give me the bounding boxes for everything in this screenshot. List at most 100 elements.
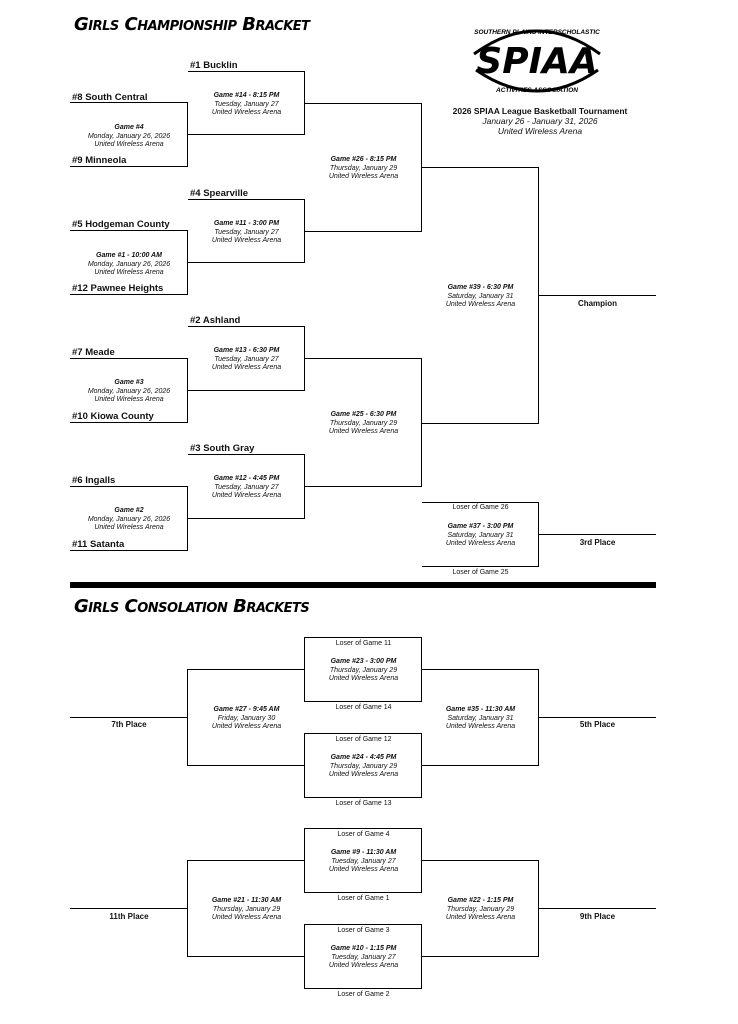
bracket-line xyxy=(422,956,539,957)
bracket-line xyxy=(70,908,188,909)
bracket-line xyxy=(70,422,188,423)
bracket-line xyxy=(305,797,422,798)
loser-game-2: Loser of Game 2 xyxy=(337,991,390,998)
bracket-line xyxy=(187,102,188,167)
bracket-line xyxy=(188,956,305,957)
loser-game-25: Loser of Game 25 xyxy=(452,569,509,576)
bracket-line xyxy=(187,230,188,295)
bracket-line xyxy=(305,988,422,989)
team-seed-9: #9 Minneola xyxy=(72,155,127,166)
bracket-line xyxy=(538,669,539,766)
bracket-line xyxy=(538,167,539,424)
bracket-line xyxy=(421,828,422,893)
bracket-line xyxy=(304,454,305,519)
loser-game-13: Loser of Game 13 xyxy=(335,800,392,807)
team-seed-8: #8 South Central xyxy=(72,92,148,103)
bracket-line xyxy=(305,231,422,232)
team-seed-2: #2 Ashland xyxy=(190,315,241,326)
bracket-line xyxy=(304,326,305,391)
team-seed-11: #11 Satanta xyxy=(72,539,125,550)
loser-game-14: Loser of Game 14 xyxy=(335,704,392,711)
bracket-line xyxy=(188,134,305,135)
svg-text:SOUTHERN PLAINS INTERSCHOLASTI: SOUTHERN PLAINS INTERSCHOLASTIC xyxy=(474,29,600,36)
champion-label: Champion xyxy=(577,299,618,308)
fifth-place-label: 5th Place xyxy=(579,720,616,729)
team-seed-4: #4 Spearville xyxy=(190,188,249,199)
seventh-place-label: 7th Place xyxy=(111,720,147,729)
third-place-label: 3rd Place xyxy=(579,538,616,547)
team-seed-1: #1 Bucklin xyxy=(190,60,238,71)
bracket-line xyxy=(422,502,539,503)
tournament-dates: January 26 - January 31, 2026 xyxy=(482,116,598,126)
bracket-line xyxy=(421,733,422,798)
bracket-line xyxy=(188,518,305,519)
bracket-line xyxy=(421,637,422,702)
bracket-line xyxy=(305,701,422,702)
bracket-line xyxy=(70,102,188,103)
section-divider xyxy=(70,582,656,588)
bracket-line xyxy=(422,423,539,424)
bracket-line xyxy=(304,71,305,135)
bracket-line xyxy=(305,828,422,829)
bracket-line xyxy=(305,358,422,359)
bracket-line xyxy=(305,637,422,638)
bracket-line xyxy=(188,860,305,861)
svg-text:SPIAA: SPIAA xyxy=(476,41,597,82)
championship-title: Girls Championship Bracket xyxy=(74,14,310,35)
consolation-title: Girls Consolation Brackets xyxy=(74,596,310,617)
bracket-line xyxy=(421,103,422,232)
bracket-line xyxy=(70,550,188,551)
bracket-line xyxy=(187,486,188,551)
bracket-line xyxy=(539,295,656,296)
bracket-line xyxy=(422,669,539,670)
team-seed-3: #3 South Gray xyxy=(190,443,255,454)
eleventh-place-label: 11th Place xyxy=(109,912,149,921)
bracket-line xyxy=(305,733,422,734)
bracket-line xyxy=(70,230,188,231)
team-seed-7: #7 Meade xyxy=(72,347,115,358)
bracket-line xyxy=(70,486,188,487)
bracket-line xyxy=(305,892,422,893)
bracket-line xyxy=(538,502,539,567)
bracket-line xyxy=(188,454,305,455)
loser-game-12: Loser of Game 12 xyxy=(335,736,392,743)
bracket-line xyxy=(188,199,305,200)
loser-game-11: Loser of Game 11 xyxy=(335,640,392,647)
loser-game-4: Loser of Game 4 xyxy=(337,831,390,838)
bracket-line xyxy=(422,860,539,861)
team-seed-6: #6 Ingalls xyxy=(72,475,116,486)
bracket-line xyxy=(538,860,539,957)
bracket-line xyxy=(305,924,422,925)
svg-text:ACTIVITIES ASSOCIATION: ACTIVITIES ASSOCIATION xyxy=(495,87,578,94)
team-seed-5: #5 Hodgeman County xyxy=(72,219,170,230)
bracket-line xyxy=(422,167,539,168)
bracket-line xyxy=(305,103,422,104)
loser-game-26: Loser of Game 26 xyxy=(452,504,509,511)
bracket-line xyxy=(304,199,305,263)
loser-game-1: Loser of Game 1 xyxy=(337,895,390,902)
loser-game-3: Loser of Game 3 xyxy=(337,927,390,934)
bracket-line xyxy=(70,294,188,295)
bracket-line xyxy=(187,358,188,423)
bracket-line xyxy=(188,71,305,72)
bracket-line xyxy=(422,765,539,766)
tournament-venue: United Wireless Arena xyxy=(497,126,583,136)
bracket-line xyxy=(539,534,656,535)
